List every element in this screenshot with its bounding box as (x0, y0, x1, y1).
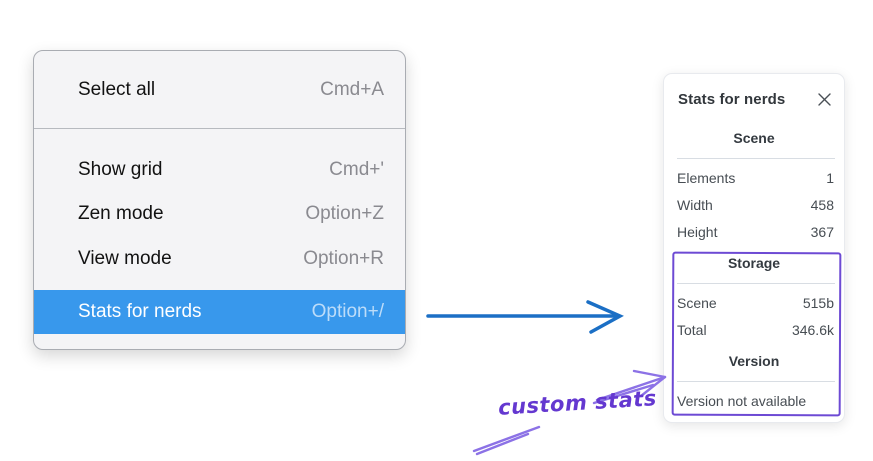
stat-row-width: Width 458 (664, 191, 844, 218)
menu-divider (34, 128, 405, 129)
section-header-storage: Storage (727, 255, 781, 271)
menu-item-label: Select all (78, 78, 156, 100)
stats-panel-header: Stats for nerds (678, 87, 832, 111)
stat-label: Width (677, 196, 713, 213)
menu-item-zen-mode[interactable]: Zen mode Option+Z (34, 192, 405, 236)
stat-label: Height (677, 223, 718, 240)
pointer-arrow-icon (426, 300, 624, 334)
stat-row-height: Height 367 (664, 218, 844, 245)
menu-item-select-all[interactable]: Select all Cmd+A (34, 63, 405, 116)
section-divider (677, 158, 835, 159)
panel-title: Stats for nerds (678, 90, 786, 108)
section-divider (677, 283, 835, 284)
menu-item-label: Zen mode (78, 203, 164, 224)
menu-item-shortcut: Option+R (303, 248, 384, 269)
menu-item-label: Stats for nerds (78, 301, 202, 322)
section-header-scene: Scene (733, 130, 775, 146)
context-menu: Select all Cmd+A Show grid Cmd+' Zen mod… (33, 50, 406, 350)
stat-row-elements: Elements 1 (664, 164, 844, 191)
stat-label: Scene (677, 294, 717, 311)
stat-value: 458 (810, 196, 834, 213)
menu-item-view-mode[interactable]: View mode Option+R (34, 237, 405, 281)
section-header-version: Version (728, 353, 780, 369)
stat-value: 1 (826, 169, 834, 186)
menu-item-stats-for-nerds[interactable]: Stats for nerds Option+/ (34, 290, 405, 334)
section-divider (677, 381, 835, 382)
stat-row-scene-storage: Scene 515b (664, 289, 844, 316)
menu-item-shortcut: Cmd+' (329, 159, 384, 180)
menu-item-shortcut: Option+Z (305, 203, 384, 224)
stat-value: 515b (802, 294, 834, 311)
annotation-arrow-icon (472, 369, 667, 456)
stat-row-total-storage: Total 346.6k (664, 316, 844, 343)
stat-label: Elements (677, 169, 736, 186)
menu-item-shortcut: Cmd+A (320, 78, 384, 100)
close-icon[interactable] (816, 91, 832, 107)
annotation-rectangle (671, 251, 842, 417)
stat-value: 367 (810, 223, 834, 240)
menu-item-shortcut: Option+/ (311, 301, 384, 322)
menu-item-show-grid[interactable]: Show grid Cmd+' (34, 148, 405, 192)
stat-value: 346.6k (791, 321, 834, 338)
stats-panel: Stats for nerds Scene Elements 1 Width 4… (663, 73, 845, 423)
version-note: Version not available (677, 392, 807, 409)
menu-item-label: View mode (78, 248, 172, 269)
menu-item-label: Show grid (78, 159, 163, 180)
stat-label: Total (677, 321, 707, 338)
